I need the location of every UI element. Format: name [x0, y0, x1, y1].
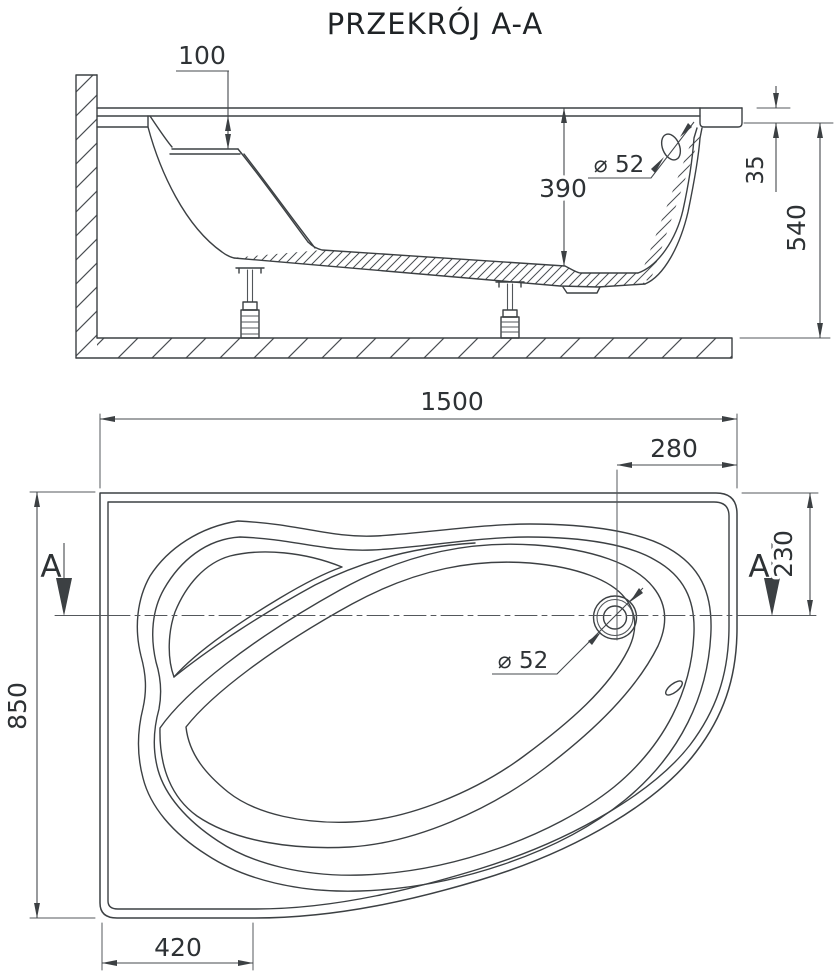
dimension-length: 1500	[99, 384, 738, 489]
drain-plan	[592, 595, 638, 640]
plan-view: A A 1500 280 230 850	[0, 384, 819, 971]
bathtub-section-profile	[147, 115, 703, 294]
wall-hatch	[75, 74, 98, 359]
dim-dia52-section-label: ⌀ 52	[594, 152, 644, 178]
section-view: 100 390 ⌀ 52 35 540	[75, 38, 834, 359]
dimension-seat-depth: 100	[175, 38, 231, 150]
section-letter-left: A	[40, 549, 61, 585]
basin-contours	[159, 543, 683, 849]
section-marker-left: A	[40, 543, 72, 616]
overflow-hole-plan	[665, 680, 683, 696]
dim-dia52-plan-label: ⌀ 52	[498, 648, 548, 674]
dim-850-label: 850	[3, 682, 32, 730]
dim-540-label: 540	[782, 204, 811, 252]
rim-inner-contours	[136, 520, 712, 892]
dimension-inner-depth: 390	[536, 107, 590, 267]
dim-280-label: 280	[650, 434, 698, 463]
dimension-rim-edge: 35	[740, 86, 834, 192]
overflow-hole-section	[660, 133, 682, 161]
bathtub-plan-outline	[99, 492, 738, 919]
dim-420-label: 420	[154, 933, 202, 962]
drawing-title: PRZEKRÓJ A-A	[327, 7, 543, 41]
seat-shelf-contour	[168, 542, 476, 678]
dim-35-label: 35	[743, 155, 769, 184]
dimension-drain-offset-x: 280	[616, 431, 738, 641]
dim-390-label: 390	[539, 174, 587, 203]
dimension-end-width: 420	[101, 922, 254, 971]
dimension-drain-diameter: ⌀ 52	[492, 587, 644, 678]
section-letter-right: A	[748, 549, 769, 585]
section-marker-right: A	[748, 543, 780, 616]
dim-230-label: 230	[769, 530, 798, 578]
dim-1500-label: 1500	[420, 387, 484, 416]
right-wall-hatch	[640, 130, 702, 282]
right-foot	[495, 281, 525, 339]
dimension-total-height: 540	[739, 122, 831, 339]
dimension-overflow-diameter: ⌀ 52	[588, 121, 695, 182]
dim-100-label: 100	[178, 41, 226, 70]
dimension-drain-offset-y: 230	[741, 492, 819, 616]
bottom-shell-hatch	[230, 250, 645, 287]
left-foot	[235, 267, 265, 339]
bathtub-rim-section	[96, 107, 743, 128]
floor-hatch	[75, 337, 733, 359]
dimension-width: 850	[0, 491, 96, 919]
